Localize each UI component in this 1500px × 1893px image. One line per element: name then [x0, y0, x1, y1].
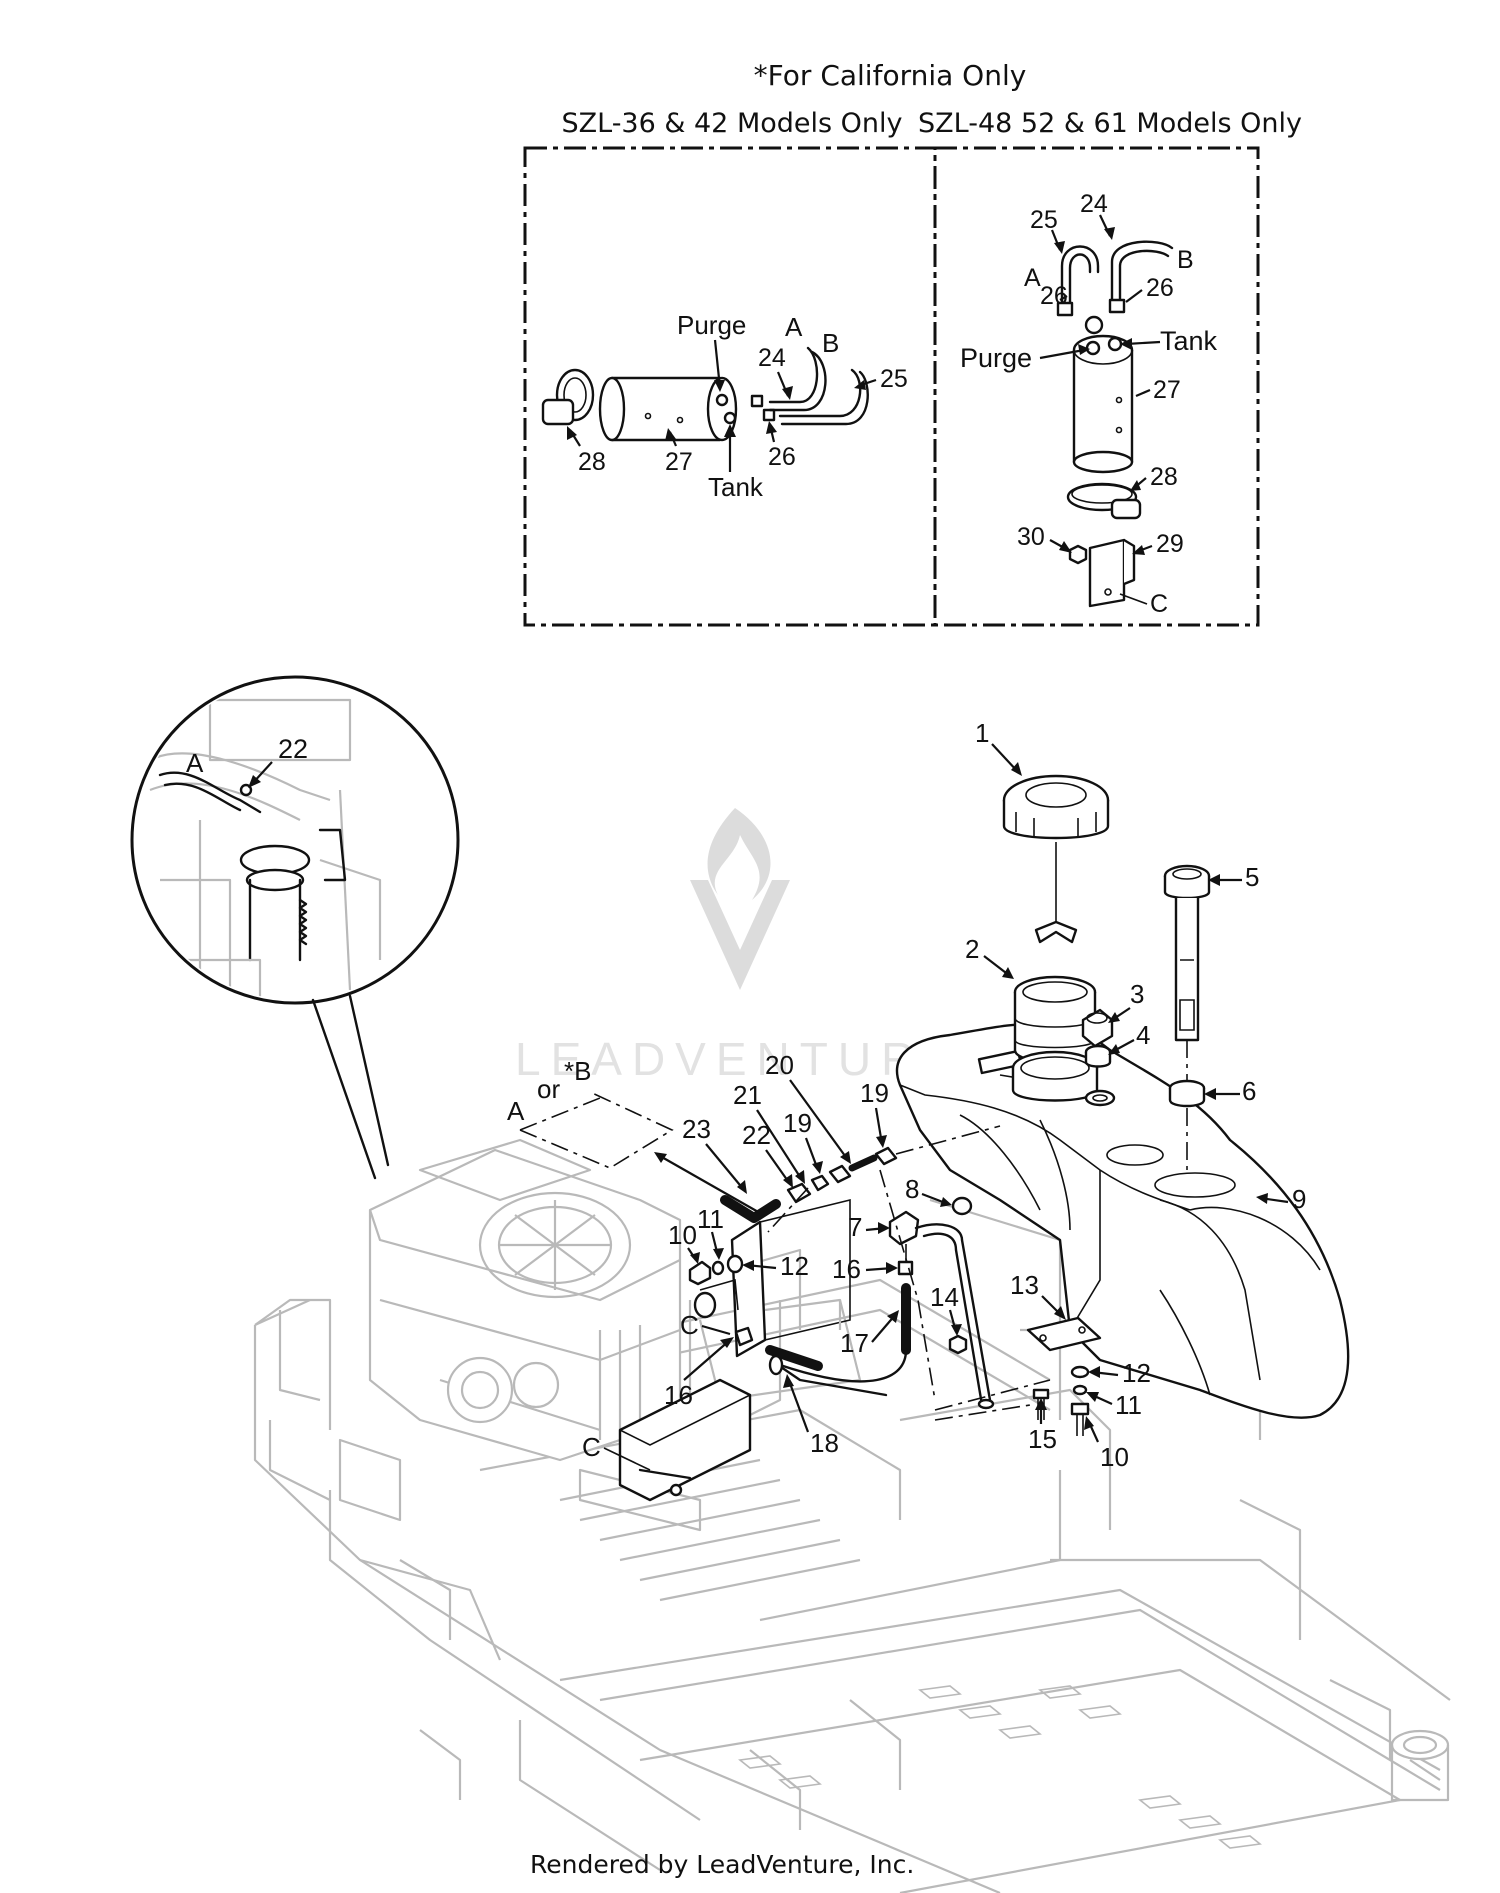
california-note: *For California Only: [754, 59, 1027, 92]
tank-filler-neck: [1011, 1050, 1099, 1102]
label-c1-main: C: [680, 1310, 699, 1340]
label-28-right: 28: [1150, 463, 1178, 491]
detail-label-a: A: [186, 748, 204, 778]
label-19a: 19: [783, 1108, 812, 1138]
label-star-b-main: *B: [564, 1056, 591, 1086]
label-18: 18: [810, 1428, 839, 1458]
label-20: 20: [765, 1050, 794, 1080]
label-or-main: or: [537, 1074, 560, 1104]
tank-mount-bracket: [693, 1198, 851, 1358]
label-8: 8: [905, 1174, 919, 1204]
label-purge-left: Purge: [677, 310, 746, 340]
label-24-right: 24: [1080, 190, 1108, 218]
label-23: 23: [682, 1114, 711, 1144]
label-26-left: 26: [768, 443, 796, 471]
parts-10-12-right: [1032, 1365, 1090, 1436]
detail-leader-left: [311, 998, 377, 1180]
label-2: 2: [965, 934, 979, 964]
part-3-vent-valve: [1081, 1008, 1114, 1048]
left-box-title: SZL-36 & 42 Models Only: [561, 108, 902, 139]
label-10a: 10: [668, 1220, 697, 1250]
engine: [254, 1138, 802, 1532]
label-27-left: 27: [665, 448, 693, 476]
footrest: [738, 1685, 1262, 1849]
label-24-left: 24: [758, 344, 786, 372]
label-11a: 11: [697, 1204, 724, 1234]
label-21: 21: [733, 1080, 762, 1110]
parts-10-12-left: [688, 1254, 744, 1286]
label-5: 5: [1245, 862, 1259, 892]
label-9: 9: [1292, 1184, 1306, 1214]
left-canister-assembly: [541, 346, 869, 442]
label-a-left: A: [785, 312, 803, 342]
part-17-fuel-hose: [776, 1283, 911, 1397]
part-1-fuel-cap: [1002, 774, 1110, 944]
label-19b: 19: [860, 1078, 889, 1108]
detail-circle: [130, 675, 460, 1005]
main-callouts: 1 2 3 4 5 6 7 8 9 10 11 12 13 14 15 12 1…: [507, 718, 1306, 1472]
watermark-logo: LEADVENTURE: [515, 808, 965, 1085]
label-28-left: 28: [578, 448, 606, 476]
part-14-nut: [948, 1334, 968, 1355]
label-15: 15: [1028, 1424, 1057, 1454]
part-23-vent-hose: [720, 1125, 1051, 1421]
watermark-text: LEADVENTURE: [515, 1033, 965, 1085]
label-1: 1: [975, 718, 989, 748]
part-7-fuel-fitting: [888, 1210, 995, 1410]
label-25-left: 25: [880, 365, 908, 393]
label-7: 7: [848, 1212, 862, 1242]
label-12a: 12: [780, 1251, 809, 1281]
label-16b: 16: [664, 1380, 693, 1410]
part-6-gauge-grommet: [1168, 1079, 1206, 1170]
footer-credit: Rendered by LeadVenture, Inc.: [530, 1850, 914, 1879]
label-purge-right: Purge: [960, 343, 1032, 373]
part-2-strainer: [1013, 975, 1097, 1064]
label-14: 14: [930, 1282, 959, 1312]
label-b-left: B: [822, 328, 839, 358]
fuel-tank: [895, 1022, 1350, 1419]
label-10b: 10: [1100, 1442, 1129, 1472]
label-16a: 16: [832, 1254, 861, 1284]
part-8-bushing: [951, 1196, 973, 1216]
label-27-right: 27: [1153, 376, 1181, 404]
label-13: 13: [1010, 1270, 1039, 1300]
heat-shield: [618, 1378, 752, 1502]
clamp-28-left: [541, 368, 595, 426]
label-4: 4: [1136, 1020, 1150, 1050]
left-option-box: [523, 146, 937, 627]
label-17: 17: [840, 1328, 869, 1358]
detail-leader-right: [348, 994, 390, 1167]
detail-label-22: 22: [278, 734, 308, 764]
part-4-grommet: [1084, 1044, 1116, 1107]
label-c2-main: C: [582, 1432, 601, 1462]
label-25-right: 25: [1030, 206, 1058, 234]
label-b-right: B: [1177, 246, 1194, 274]
label-22: 22: [742, 1120, 771, 1150]
label-26b-right: 26: [1146, 274, 1174, 302]
right-option-box: [933, 146, 1260, 627]
part-5-fuel-gauge: [1163, 864, 1211, 1080]
label-c-right: C: [1150, 590, 1168, 618]
label-12b: 12: [1122, 1358, 1151, 1388]
right-box-title: SZL-48 52 & 61 Models Only: [918, 108, 1302, 139]
label-6: 6: [1242, 1076, 1256, 1106]
label-30-right: 30: [1017, 523, 1045, 551]
label-26a-right: 26: [1040, 282, 1068, 310]
part-18-fuel-filter: [765, 1345, 823, 1376]
label-29-right: 29: [1156, 530, 1184, 558]
hose-routing-ref: [519, 1091, 761, 1214]
part-16-clamp-lower: [734, 1326, 754, 1347]
label-a-main: A: [507, 1096, 525, 1126]
part-13-plate: [1026, 1316, 1102, 1352]
label-11b: 11: [1115, 1390, 1142, 1420]
label-3: 3: [1130, 979, 1144, 1009]
right-canister-assembly: [1056, 240, 1174, 608]
label-a-right: A: [1024, 264, 1041, 292]
label-tank-left: Tank: [708, 472, 764, 502]
label-tank-right: Tank: [1160, 326, 1218, 356]
